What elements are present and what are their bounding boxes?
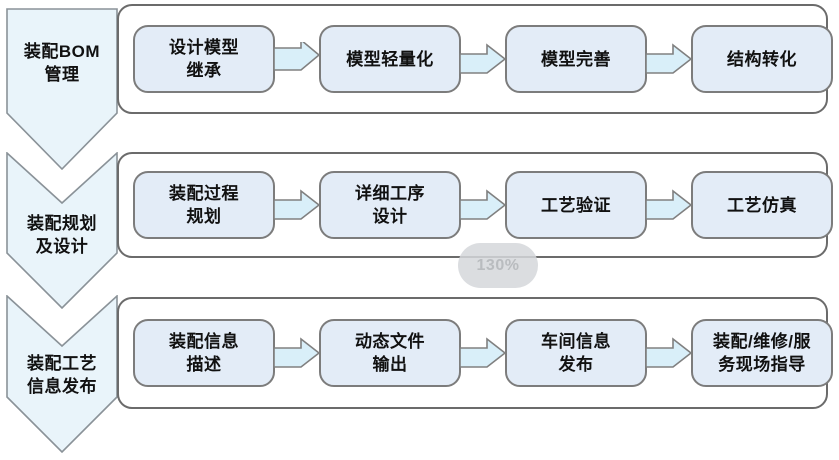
flow-arrow-icon: [459, 189, 507, 220]
process-step-box: 工艺仿真: [691, 171, 833, 239]
process-step-box: 详细工序 设计: [319, 171, 461, 239]
process-step-box: 装配/维修/服 务现场指导: [691, 319, 833, 387]
stage-chevron-1: [6, 8, 118, 170]
stage-label-process-info-release: 装配工艺 信息发布: [27, 354, 97, 396]
flow-arrow-icon: [459, 337, 507, 368]
process-step-box: 结构转化: [691, 25, 833, 93]
stage-label-bom-management: 装配BOM 管理: [23, 42, 101, 84]
stage-label-planning-design: 装配规划 及设计: [27, 214, 97, 256]
zoom-level-text: 130%: [476, 256, 520, 274]
process-step-box: 工艺验证: [505, 171, 647, 239]
flow-arrow-icon: [645, 43, 693, 74]
stage-lane-1: 设计模型 继承 模型轻量化 模型完善 结构转化: [117, 4, 833, 114]
stage-chevron-2: [6, 152, 118, 309]
flow-arrow-icon: [273, 42, 321, 71]
process-step-box: 车间信息 发布: [505, 319, 647, 387]
flow-arrow-icon: [645, 189, 693, 220]
flow-arrow-icon: [273, 337, 321, 368]
zoom-level-toast: 130%: [458, 243, 538, 288]
process-step-box: 设计模型 继承: [133, 25, 275, 93]
stage-lane-3: 装配信息 描述 动态文件 输出 车间信息 发布 装配/维修/服 务现场指导: [117, 297, 833, 409]
process-step-box: 装配过程 规划: [133, 171, 275, 239]
process-step-box: 模型轻量化: [319, 25, 461, 93]
stage-lane-2: 装配过程 规划 详细工序 设计 工艺验证 工艺仿真: [117, 152, 833, 258]
flow-arrow-icon: [273, 189, 321, 220]
flow-arrow-icon: [459, 43, 507, 74]
process-step-box: 装配信息 描述: [133, 319, 275, 387]
process-step-box: 模型完善: [505, 25, 647, 93]
process-step-box: 动态文件 输出: [319, 319, 461, 387]
flow-arrow-icon: [645, 337, 693, 368]
